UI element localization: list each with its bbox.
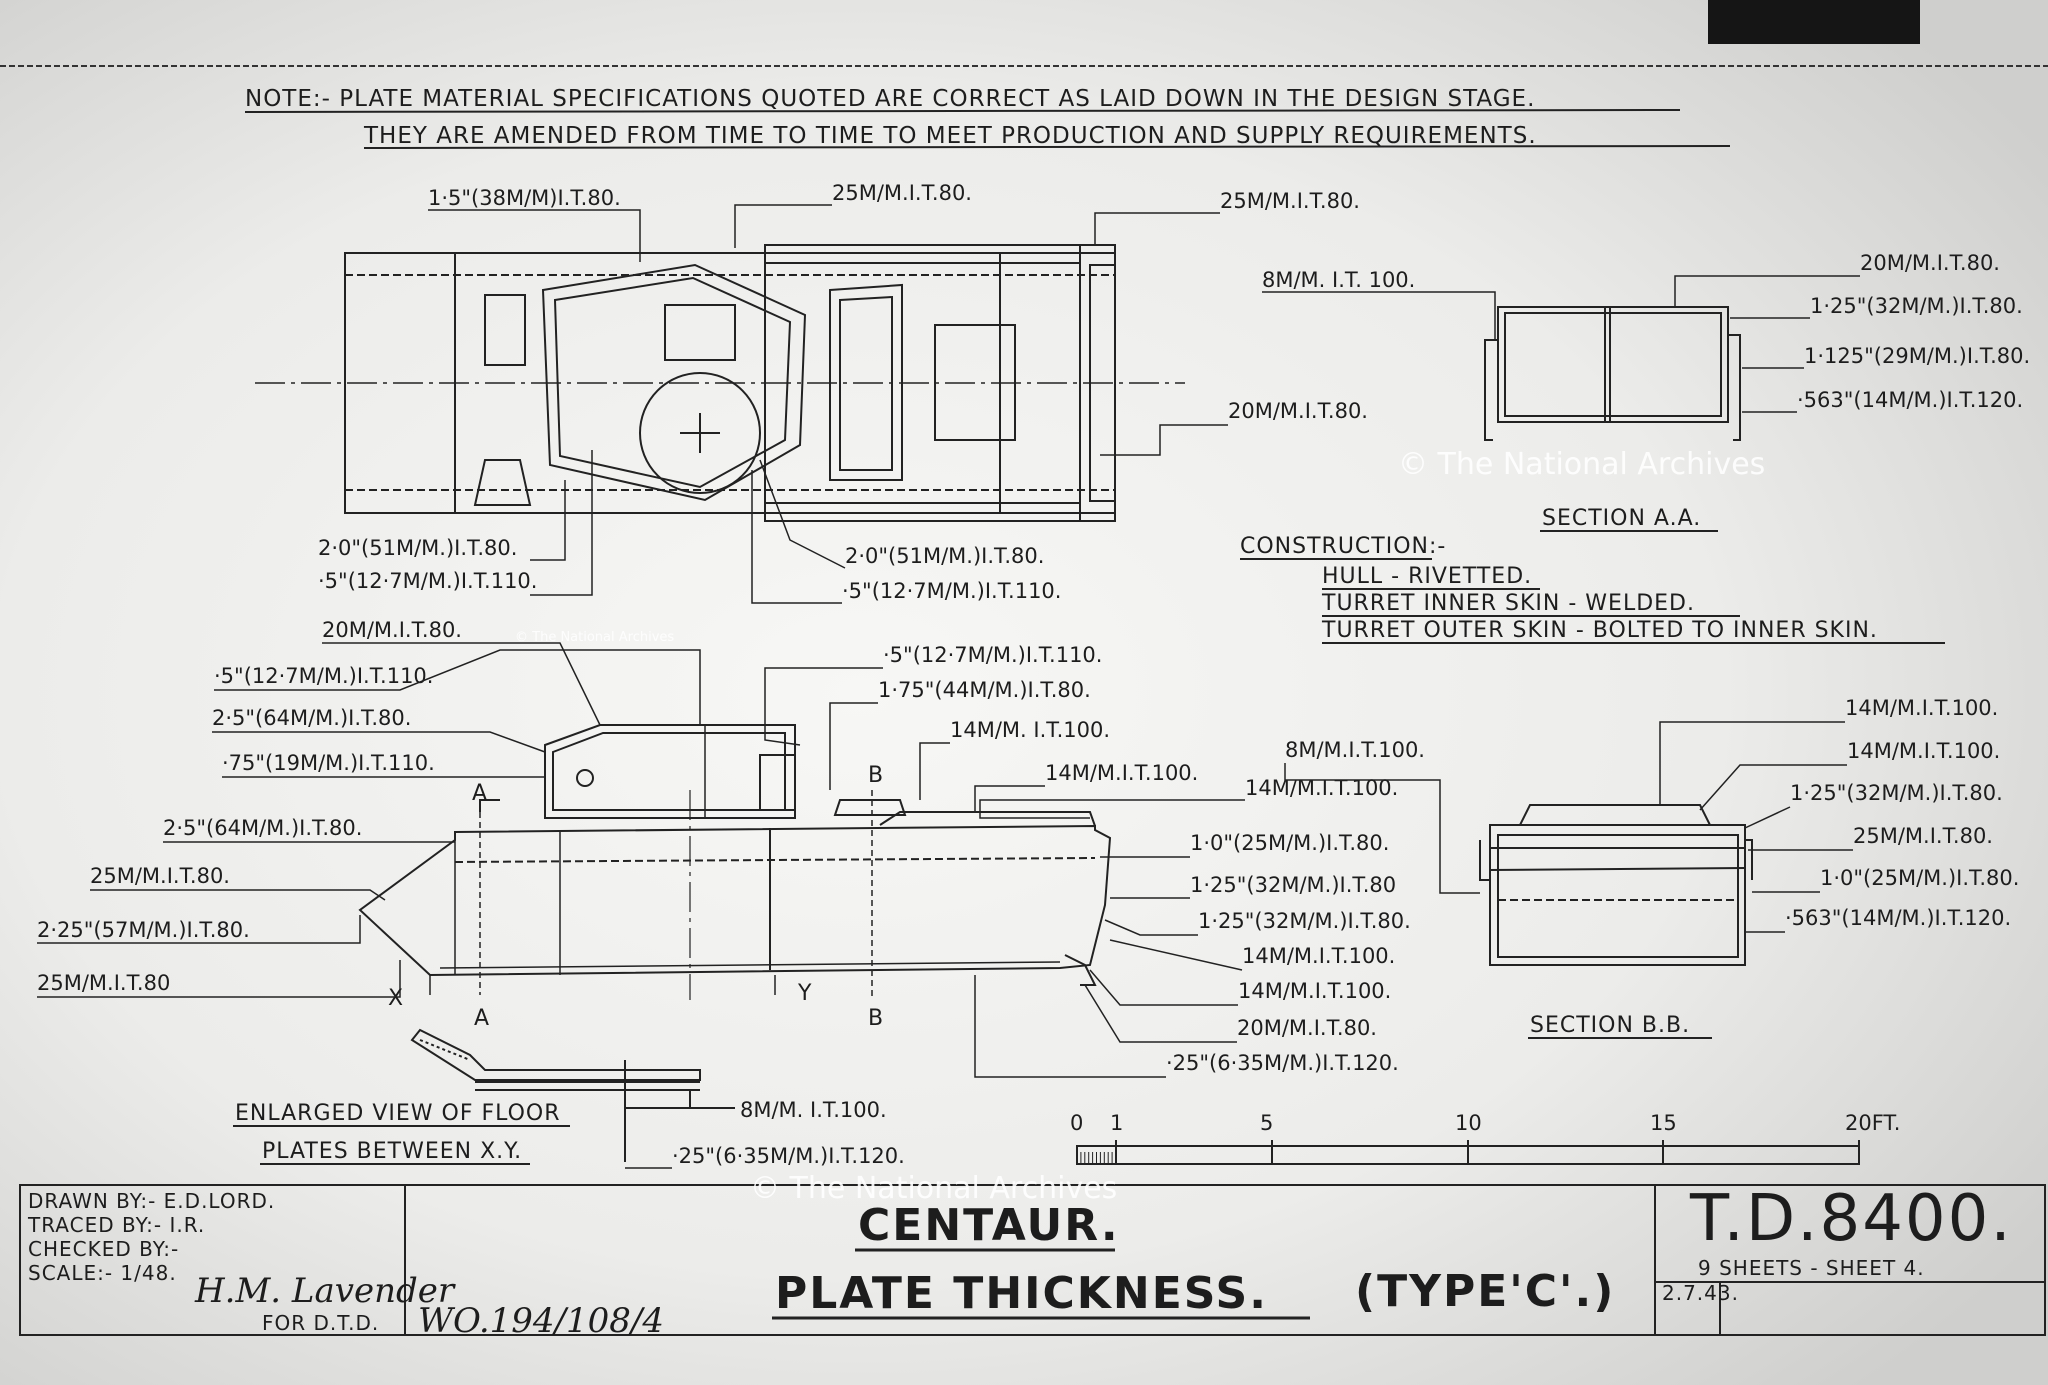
side-label-r4: 1·25"(32M/M.)I.T.80 bbox=[1190, 873, 1396, 897]
side-label-r6: 14M/M.I.T.100. bbox=[1242, 944, 1395, 968]
scale-tick-5: 5 bbox=[1260, 1111, 1273, 1135]
construction-line-1: HULL - RIVETTED. bbox=[1322, 564, 1532, 589]
floor-detail-caption-2: PLATES BETWEEN X.Y. bbox=[262, 1139, 522, 1164]
section-aa-r1: 20M/M.I.T.80. bbox=[1860, 251, 2000, 275]
side-label-r1: 8M/M.I.T.100. bbox=[1285, 738, 1425, 762]
section-bb-r2: 14M/M.I.T.100. bbox=[1847, 739, 2000, 763]
floor-detail-drawing bbox=[410, 1028, 735, 1162]
side-label-r3: 1·0"(25M/M.)I.T.80. bbox=[1190, 831, 1389, 855]
note-underline-2 bbox=[363, 145, 1731, 149]
watermark-small: © The National Archives bbox=[515, 630, 674, 645]
section-bb-drawing bbox=[1479, 804, 1753, 966]
drawing-date: 2.7.43. bbox=[1662, 1281, 1739, 1305]
watermark-bottom: © The National Archives bbox=[750, 1171, 1117, 1206]
side-label-t3: 14M/M. I.T.100. bbox=[950, 718, 1110, 742]
plan-label-top-mid: 25M/M.I.T.80. bbox=[832, 181, 972, 205]
section-bb-leaders bbox=[1659, 721, 1853, 933]
side-label-r5: 1·25"(32M/M.)I.T.80. bbox=[1198, 909, 1411, 933]
floor-detail-label-2: ·25"(6·35M/M.)I.T.120. bbox=[672, 1144, 905, 1168]
side-label-r7: 14M/M.I.T.100. bbox=[1238, 979, 1391, 1003]
section-aa-title: SECTION A.A. bbox=[1542, 506, 1701, 531]
title-archive-reference: WO.194/108/4 bbox=[418, 1301, 664, 1341]
side-mark-a-top: A bbox=[472, 781, 488, 806]
side-label-l1: 20M/M.I.T.80. bbox=[322, 618, 462, 642]
section-aa-r2: 1·25"(32M/M.)I.T.80. bbox=[1810, 294, 2023, 318]
side-label-l8: 25M/M.I.T.80 bbox=[37, 971, 170, 995]
side-label-l4: ·75"(19M/M.)I.T.110. bbox=[222, 751, 435, 775]
side-mark-y: Y bbox=[797, 981, 812, 1006]
plan-view bbox=[255, 244, 1185, 522]
title-checked-by: CHECKED BY:- bbox=[28, 1237, 179, 1261]
scale-tick-10: 10 bbox=[1455, 1111, 1482, 1135]
section-aa-leaders bbox=[1262, 275, 1860, 413]
drawing-title: CENTAUR. bbox=[858, 1200, 1120, 1251]
side-mark-b-top: B bbox=[868, 763, 884, 788]
plan-leaders bbox=[428, 204, 1228, 604]
construction-line-2: TURRET INNER SKIN - WELDED. bbox=[1321, 591, 1695, 616]
drawing-subtitle: PLATE THICKNESS. bbox=[775, 1268, 1268, 1319]
side-label-r8: 20M/M.I.T.80. bbox=[1237, 1016, 1377, 1040]
scale-tick-15: 15 bbox=[1650, 1111, 1677, 1135]
floor-detail-caption-1: ENLARGED VIEW OF FLOOR bbox=[235, 1101, 561, 1126]
title-traced-by: TRACED BY:- I.R. bbox=[27, 1213, 205, 1237]
side-mark-x: X bbox=[388, 986, 404, 1011]
note-underline-1 bbox=[244, 109, 1681, 113]
side-label-l6: 25M/M.I.T.80. bbox=[90, 864, 230, 888]
scale-tick-20: 20FT. bbox=[1845, 1111, 1900, 1135]
side-mark-b-bottom: B bbox=[868, 1006, 884, 1031]
section-aa-r3: 1·125"(29M/M.)I.T.80. bbox=[1804, 344, 2030, 368]
construction-heading: CONSTRUCTION:- bbox=[1240, 534, 1446, 559]
scale-bar bbox=[1076, 1140, 1860, 1165]
side-label-l5: 2·5"(64M/M.)I.T.80. bbox=[163, 816, 362, 840]
plan-label-top-right: 25M/M.I.T.80. bbox=[1220, 189, 1360, 213]
section-bb-r3: 1·25"(32M/M.)I.T.80. bbox=[1790, 781, 2003, 805]
section-aa-left-label: 8M/M. I.T. 100. bbox=[1262, 268, 1415, 292]
plan-label-right-mid: 20M/M.I.T.80. bbox=[1228, 399, 1368, 423]
side-label-t2: 1·75"(44M/M.)I.T.80. bbox=[878, 678, 1091, 702]
side-label-t1: ·5"(12·7M/M.)I.T.110. bbox=[883, 643, 1102, 667]
side-elevation bbox=[358, 724, 1112, 1000]
side-label-r9: ·25"(6·35M/M.)I.T.120. bbox=[1166, 1051, 1399, 1075]
plan-label-bottom-mid-2: ·5"(12·7M/M.)I.T.110. bbox=[842, 579, 1061, 603]
section-bb-r4: 25M/M.I.T.80. bbox=[1853, 824, 1993, 848]
section-bb-title: SECTION B.B. bbox=[1530, 1013, 1690, 1038]
section-aa-r4: ·563"(14M/M.)I.T.120. bbox=[1797, 388, 2023, 412]
title-signature: H.M. Lavender bbox=[194, 1271, 456, 1311]
note-line-1: NOTE:- PLATE MATERIAL SPECIFICATIONS QUO… bbox=[245, 86, 1535, 112]
plan-label-bottom-left-2: ·5"(12·7M/M.)I.T.110. bbox=[318, 569, 537, 593]
redaction-block bbox=[1708, 0, 1920, 44]
side-leaders bbox=[37, 642, 1480, 1078]
scale-tick-1: 1 bbox=[1110, 1111, 1123, 1135]
drawing-sheets: 9 SHEETS - SHEET 4. bbox=[1698, 1256, 1925, 1280]
side-label-l2: ·5"(12·7M/M.)I.T.110. bbox=[214, 664, 433, 688]
floor-detail-label-1: 8M/M. I.T.100. bbox=[740, 1098, 887, 1122]
drawing-number: T.D.8400. bbox=[1689, 1182, 2013, 1256]
section-bb-r6: ·563"(14M/M.)I.T.120. bbox=[1785, 906, 2011, 930]
title-scale: SCALE:- 1/48. bbox=[28, 1261, 177, 1285]
title-drawn-by: DRAWN BY:- E.D.LORD. bbox=[28, 1189, 275, 1213]
note-line-2: THEY ARE AMENDED FROM TIME TO TIME TO ME… bbox=[363, 123, 1537, 149]
drawing-type: (TYPE'C'.) bbox=[1355, 1266, 1615, 1317]
section-bb-r5: 1·0"(25M/M.)I.T.80. bbox=[1820, 866, 2019, 890]
plan-label-bottom-mid-1: 2·0"(51M/M.)I.T.80. bbox=[845, 544, 1044, 568]
title-for-dtd: FOR D.T.D. bbox=[262, 1311, 379, 1335]
plan-label-bottom-left-1: 2·0"(51M/M.)I.T.80. bbox=[318, 536, 517, 560]
side-label-t4: 14M/M.I.T.100. bbox=[1045, 761, 1198, 785]
watermark-right: © The National Archives bbox=[1398, 447, 1765, 482]
side-label-l3: 2·5"(64M/M.)I.T.80. bbox=[212, 706, 411, 730]
plan-label-top-left: 1·5"(38M/M)I.T.80. bbox=[428, 186, 621, 210]
construction-line-3: TURRET OUTER SKIN - BOLTED TO INNER SKIN… bbox=[1321, 618, 1878, 643]
scale-bar-minor-ticks bbox=[1080, 1152, 1113, 1164]
side-mark-a-bottom: A bbox=[474, 1006, 490, 1031]
side-label-l7: 2·25"(57M/M.)I.T.80. bbox=[37, 918, 250, 942]
section-bb-r1: 14M/M.I.T.100. bbox=[1845, 696, 1998, 720]
scale-tick-0: 0 bbox=[1070, 1111, 1083, 1135]
section-aa-drawing bbox=[1484, 306, 1741, 441]
title-block-frame bbox=[19, 1184, 2046, 1336]
